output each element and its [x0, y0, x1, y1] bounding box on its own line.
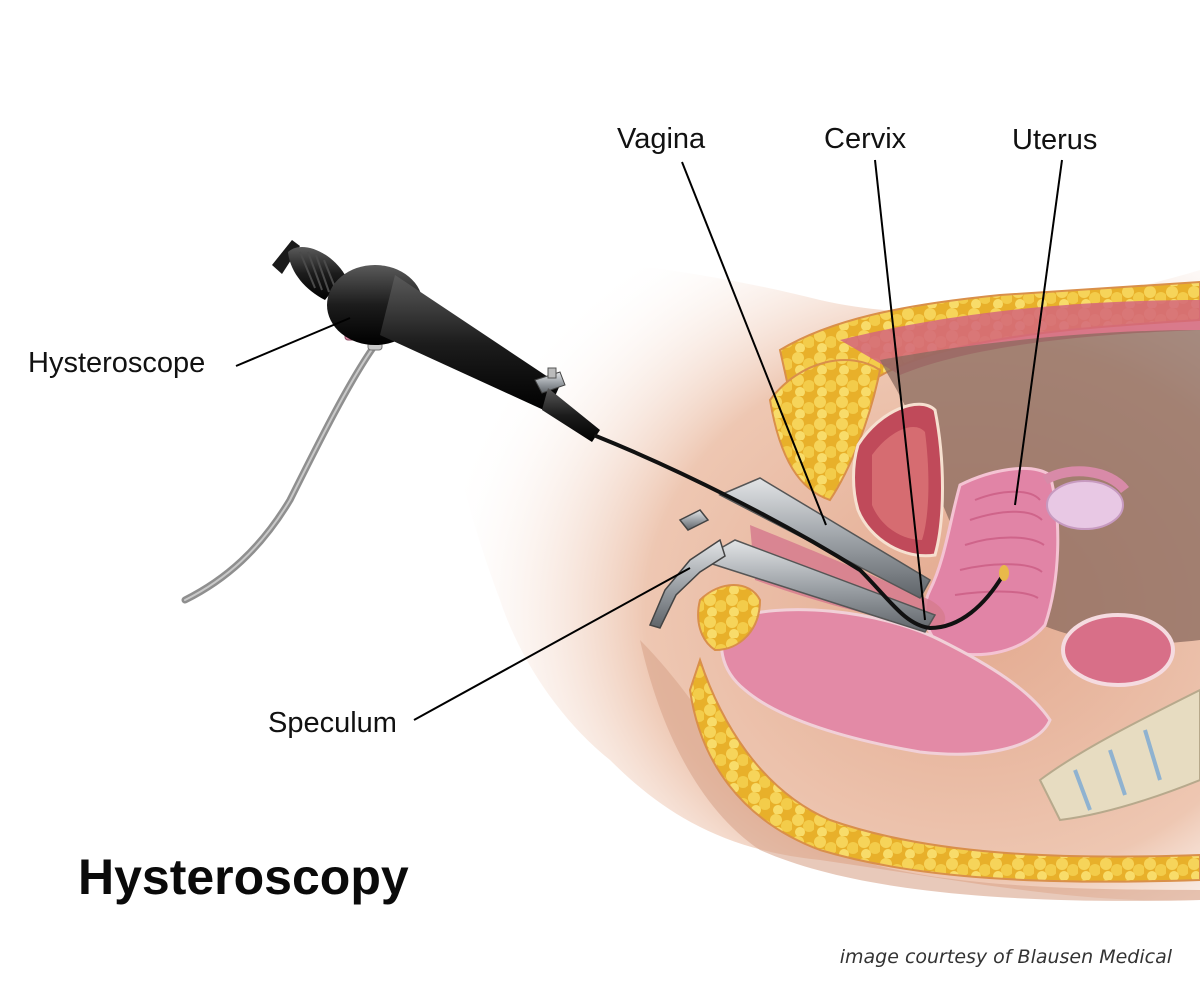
- scope-shaft: [594, 434, 1005, 631]
- speculum-leader-line: [413, 567, 691, 721]
- eyepiece-knurling: [299, 251, 337, 293]
- scope-taper: [380, 275, 560, 412]
- uterus-leader-line: [1014, 159, 1063, 506]
- uterus-inner-lines: [954, 490, 1045, 599]
- ovary: [1046, 480, 1124, 530]
- speculum-handle: [648, 538, 726, 629]
- rectum: [720, 608, 1052, 756]
- vagina-label: Vagina: [617, 123, 706, 155]
- speculum-lower-blade: [698, 539, 937, 633]
- fluid-tube: [181, 341, 379, 604]
- bladder-inner: [872, 426, 929, 540]
- colon-loop: [1061, 613, 1175, 687]
- fluid-tube-highlight: [184, 344, 376, 601]
- hysteroscope-label: Hysteroscope: [28, 347, 206, 379]
- perineal-fat: [697, 584, 762, 652]
- page-title: Hysteroscopy: [78, 849, 409, 905]
- sacral-segments: [1073, 729, 1162, 811]
- scope-sheath: [542, 388, 600, 442]
- eyepiece-cup: [272, 240, 300, 274]
- buttock-shadow: [640, 640, 1200, 901]
- fallopian-tube: [1042, 466, 1129, 494]
- vagina-leader-line: [681, 161, 827, 526]
- image-credit: image courtesy of Blausen Medical: [839, 946, 1172, 968]
- cervix-label: Cervix: [824, 123, 907, 155]
- valve-knob: [547, 367, 557, 379]
- hysteroscope-instrument: [181, 240, 1009, 631]
- pelvis-cross-section: [430, 257, 1200, 901]
- speculum-thumb-lever: [678, 509, 710, 531]
- leader-lines: [235, 159, 1063, 721]
- cervix-leader-line: [874, 159, 926, 621]
- uterus-label: Uterus: [1012, 124, 1098, 156]
- scope-tip: [999, 565, 1009, 581]
- speculum-label: Speculum: [268, 707, 397, 739]
- hysteroscope-leader-line: [235, 317, 351, 367]
